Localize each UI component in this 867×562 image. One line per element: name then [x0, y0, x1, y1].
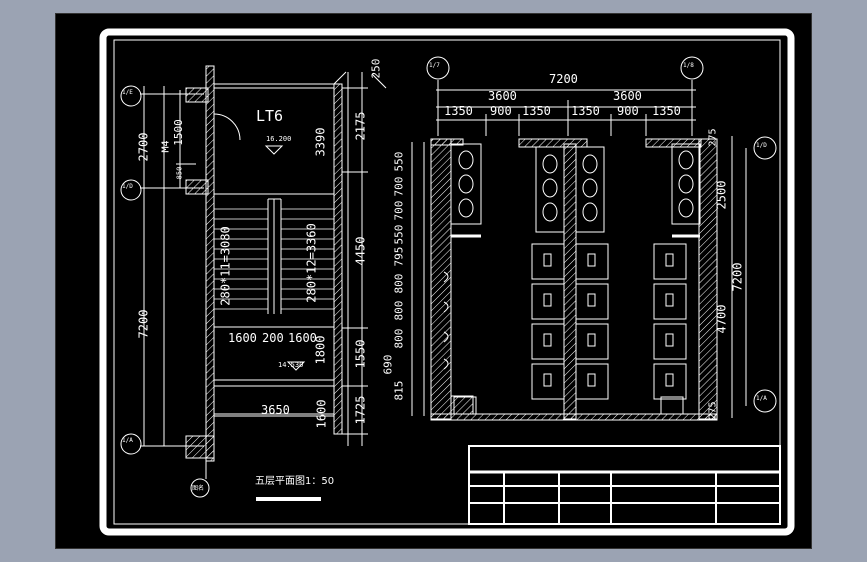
stair-left-dim-1: 2700: [136, 132, 151, 162]
toilet-axis-d: 1/D: [756, 142, 767, 149]
toilet-right-total: 7200: [730, 262, 745, 292]
level-landing: 14.530: [278, 361, 304, 369]
toilet-top-part-2: 900: [490, 104, 512, 118]
outer-frame: [99, 28, 795, 536]
toilet-left-dim-3: 700: [392, 200, 406, 221]
toilet-axis-a: 1/A: [756, 395, 767, 402]
toilet-left-dim-6: 800: [392, 273, 406, 294]
inner-frame: [113, 39, 781, 525]
toilet-top-part-1: 1350: [444, 104, 473, 118]
flight-label-1: 280*11=3080: [218, 226, 233, 306]
cad-viewport[interactable]: LT6 16.200 14.530 M4 2700 7200 1500 850 …: [55, 13, 812, 549]
stair-left-inner-dim-1: 1500: [171, 119, 185, 146]
stair-right-dim-2175: 2175: [353, 111, 368, 141]
toilet-left-dim-5: 795: [392, 246, 406, 267]
toilet-left-dim-2: 700: [392, 176, 406, 197]
toilet-right-dim-3: 4700: [714, 304, 729, 334]
stair-right-dim-1600: 1600: [314, 399, 329, 429]
toilet-top-part-5: 900: [617, 104, 639, 118]
toilet-top-part-3: 1350: [522, 104, 551, 118]
landing-dim-2: 200: [262, 331, 284, 345]
stair-right-dim-1725: 1725: [353, 395, 368, 425]
toilet-axis-7: 1/7: [429, 62, 440, 69]
axis-d-bubble: 1/D: [122, 183, 133, 190]
stair-left-inner-dim-2: 850: [175, 166, 184, 180]
toilet-plan: [411, 56, 777, 421]
level-top: 16.200: [266, 135, 292, 143]
stair-width-dim: 3650: [261, 403, 290, 417]
toilet-left-dim-10: 815: [392, 380, 406, 401]
stair-right-dim-1550: 1550: [353, 339, 368, 369]
toilet-left-dim-7: 800: [392, 300, 406, 321]
toilet-top-part-4: 1350: [571, 104, 600, 118]
axis-e-bubble: 1/E: [122, 89, 133, 96]
landing-dim-1: 1600: [228, 331, 257, 345]
plan-caption: 五层平面图1：50: [255, 476, 335, 487]
toilet-left-dim-4: 550: [392, 224, 406, 245]
toilet-top-total: 7200: [549, 72, 578, 86]
north-symbol: 图名: [192, 485, 205, 492]
title-block: [468, 445, 781, 525]
landing-dim-3: 1600: [288, 331, 317, 345]
stair-plan: [120, 65, 387, 501]
toilet-right-dim-4: 275: [707, 401, 719, 420]
axis-a-bubble: 1/A: [122, 437, 133, 444]
toilet-left-dim-8: 800: [392, 328, 406, 349]
door-tag: M4: [160, 140, 172, 153]
stair-left-dim-2: 7200: [136, 309, 151, 339]
toilet-top-part-6: 1350: [652, 104, 681, 118]
cad-drawing: [99, 28, 795, 536]
stair-right-dim-3390: 3390: [313, 127, 328, 157]
toilet-right-dim-1: 275: [707, 128, 719, 147]
toilet-top-half-2: 3600: [613, 89, 642, 103]
toilet-right-dim-2: 2500: [714, 180, 729, 210]
flight-label-2: 280*12=3360: [304, 223, 319, 303]
toilet-axis-8: 1/8: [683, 62, 694, 69]
stair-title: LT6: [256, 107, 284, 125]
toilet-left-dim-9: 690: [381, 354, 395, 375]
stair-right-dim-250: 250: [369, 58, 383, 79]
toilet-top-half-1: 3600: [488, 89, 517, 103]
toilet-left-dim-1: 550: [392, 151, 406, 172]
stair-right-dim-4450: 4450: [353, 236, 368, 266]
